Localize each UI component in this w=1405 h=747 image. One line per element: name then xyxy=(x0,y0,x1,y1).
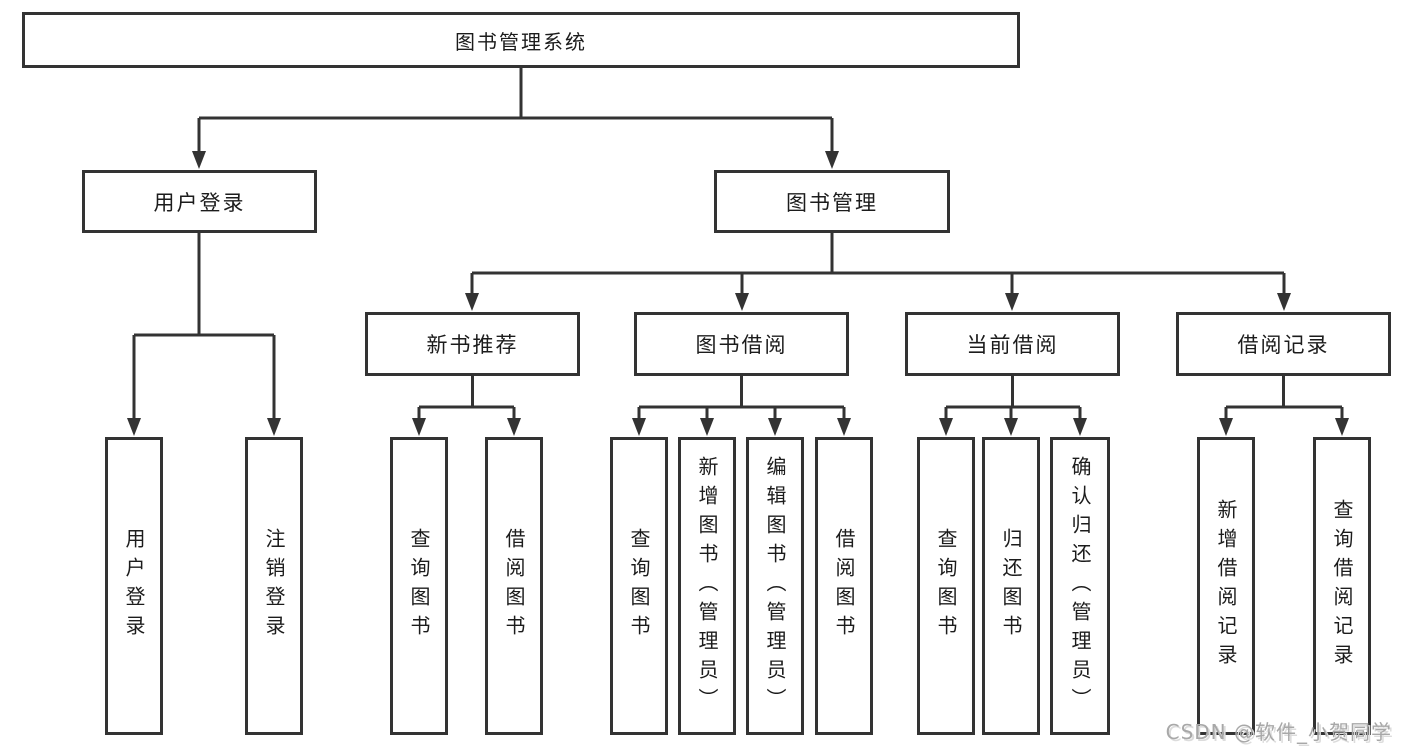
leaf-confirm-return-admin: 确认归还（管理员） xyxy=(1050,437,1110,735)
leaf-add-borrow-record: 新增借阅记录 xyxy=(1197,437,1255,735)
leaf-borrow-book: 借阅图书 xyxy=(815,437,873,735)
csdn-watermark: CSDN @软件_小贺同学 xyxy=(1165,720,1392,744)
leaf-query-borrow-record: 查询借阅记录 xyxy=(1313,437,1371,735)
leaf-add-book-admin: 新增图书（管理员） xyxy=(678,437,736,735)
node-library-management-system: 图书管理系统 xyxy=(22,12,1020,68)
leaf-query-book-current: 查询图书 xyxy=(917,437,975,735)
leaf-query-book-recommend: 查询图书 xyxy=(390,437,448,735)
leaf-query-book-borrow: 查询图书 xyxy=(610,437,668,735)
leaf-borrow-book-recommend: 借阅图书 xyxy=(485,437,543,735)
leaf-edit-book-admin: 编辑图书（管理员） xyxy=(746,437,804,735)
node-new-book-recommend: 新书推荐 xyxy=(365,312,580,376)
leaf-user-login: 用户登录 xyxy=(105,437,163,735)
leaf-logout: 注销登录 xyxy=(245,437,303,735)
node-current-borrow: 当前借阅 xyxy=(905,312,1120,376)
node-book-management: 图书管理 xyxy=(714,170,950,233)
node-borrow-records: 借阅记录 xyxy=(1176,312,1391,376)
leaf-return-book: 归还图书 xyxy=(982,437,1040,735)
node-user-login: 用户登录 xyxy=(82,170,317,233)
node-book-borrow: 图书借阅 xyxy=(634,312,849,376)
